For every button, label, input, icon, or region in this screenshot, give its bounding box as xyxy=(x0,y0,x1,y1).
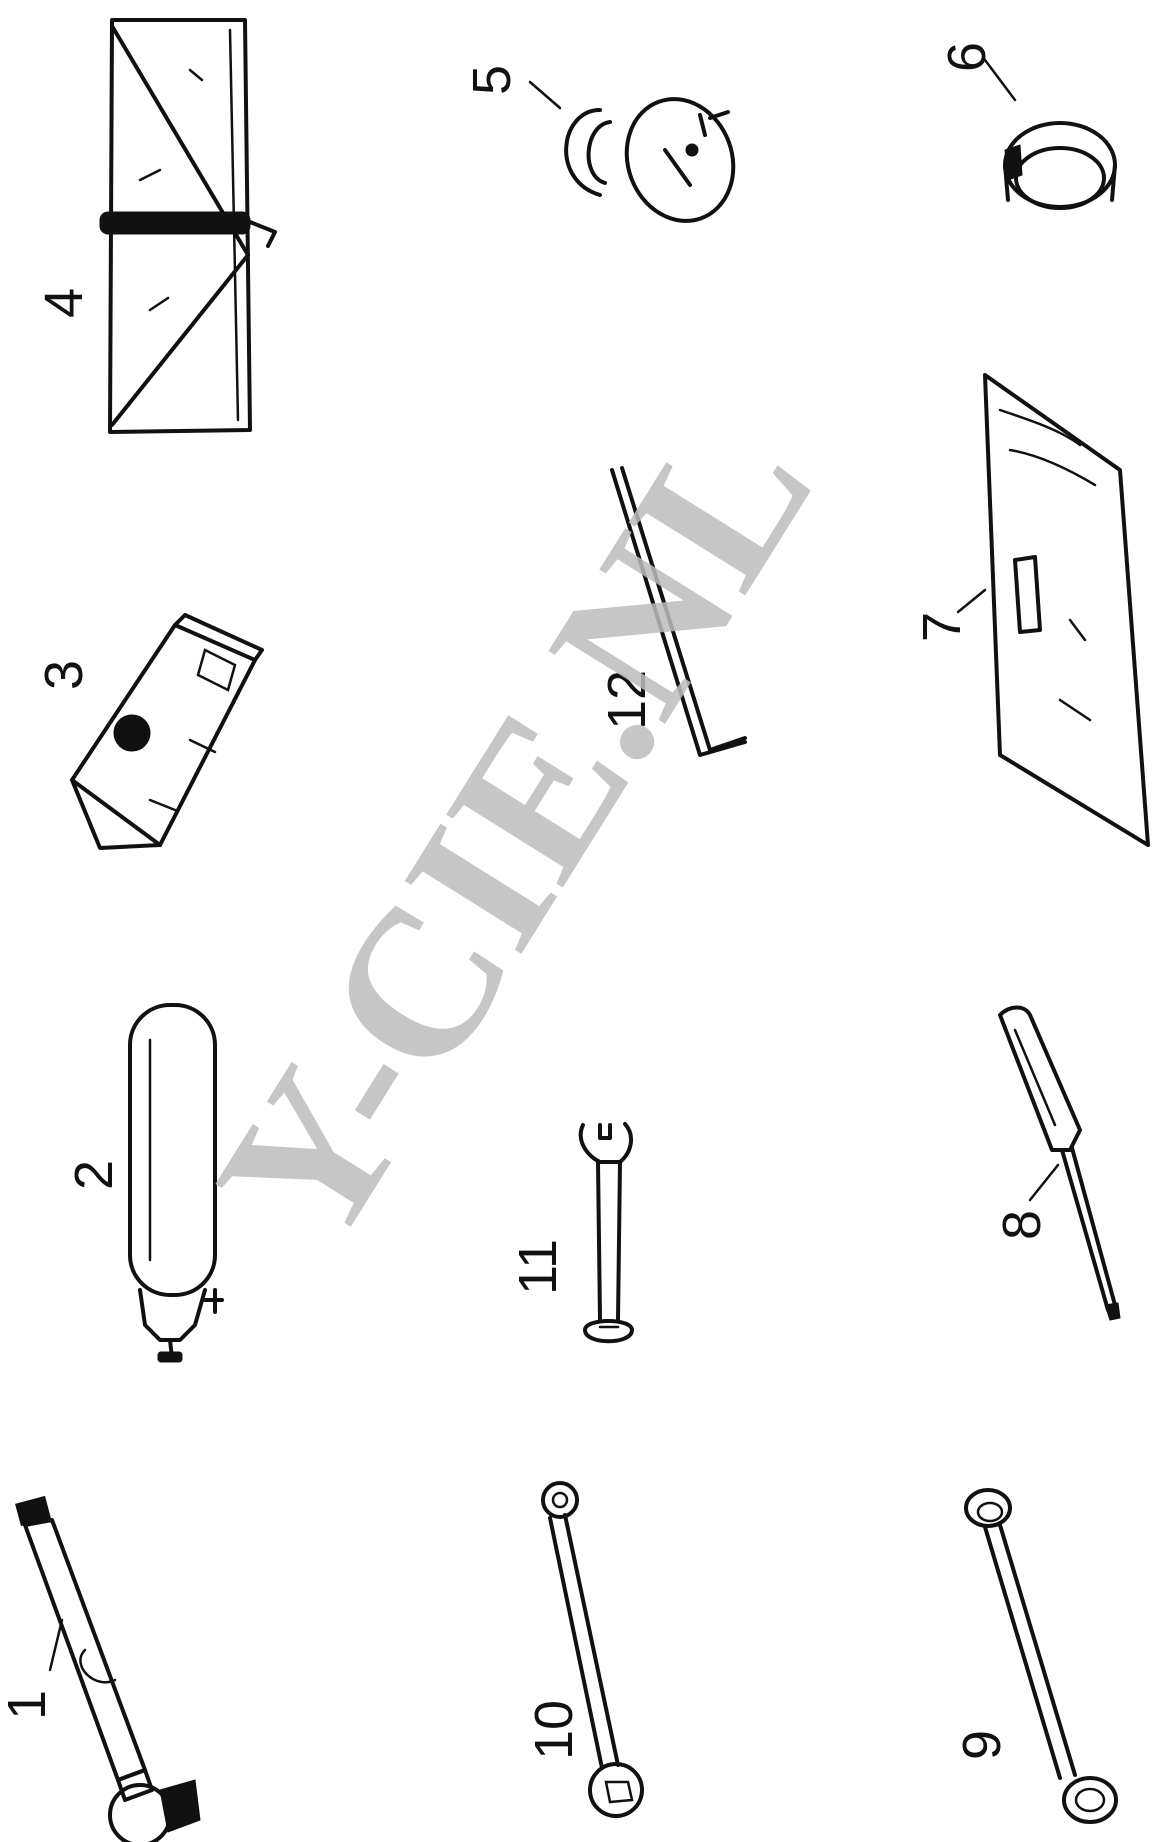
label-1: 1 xyxy=(0,1690,57,1720)
label-5: 5 xyxy=(462,65,522,95)
ring-drawing xyxy=(1003,121,1117,210)
label-2: 2 xyxy=(64,1160,124,1190)
label-6: 6 xyxy=(937,42,997,72)
cylinder-bottle-drawing xyxy=(128,1003,224,1363)
label-7: 7 xyxy=(912,612,972,642)
screwdriver-drawing xyxy=(998,1005,1121,1321)
pump-tool-drawing xyxy=(15,1495,201,1842)
ring-spanner-drawing xyxy=(964,1488,1118,1824)
cloth-bag-drawing xyxy=(983,373,1150,847)
hook-disc-drawing xyxy=(564,97,736,223)
label-10: 10 xyxy=(524,1700,584,1760)
label-11: 11 xyxy=(508,1239,568,1295)
label-12: 12 xyxy=(597,670,657,730)
box-spanner-drawing xyxy=(541,1481,644,1818)
label-4: 4 xyxy=(34,288,94,318)
label-9: 9 xyxy=(952,1730,1012,1760)
tool-roll-drawing xyxy=(99,18,277,434)
watermark: Y-CIE.NL xyxy=(172,381,856,1284)
open-end-spanner-drawing xyxy=(578,1122,634,1344)
hex-key-drawing xyxy=(610,466,747,757)
label-3: 3 xyxy=(34,660,94,690)
label-8: 8 xyxy=(992,1210,1052,1240)
box-drawing xyxy=(70,613,264,850)
